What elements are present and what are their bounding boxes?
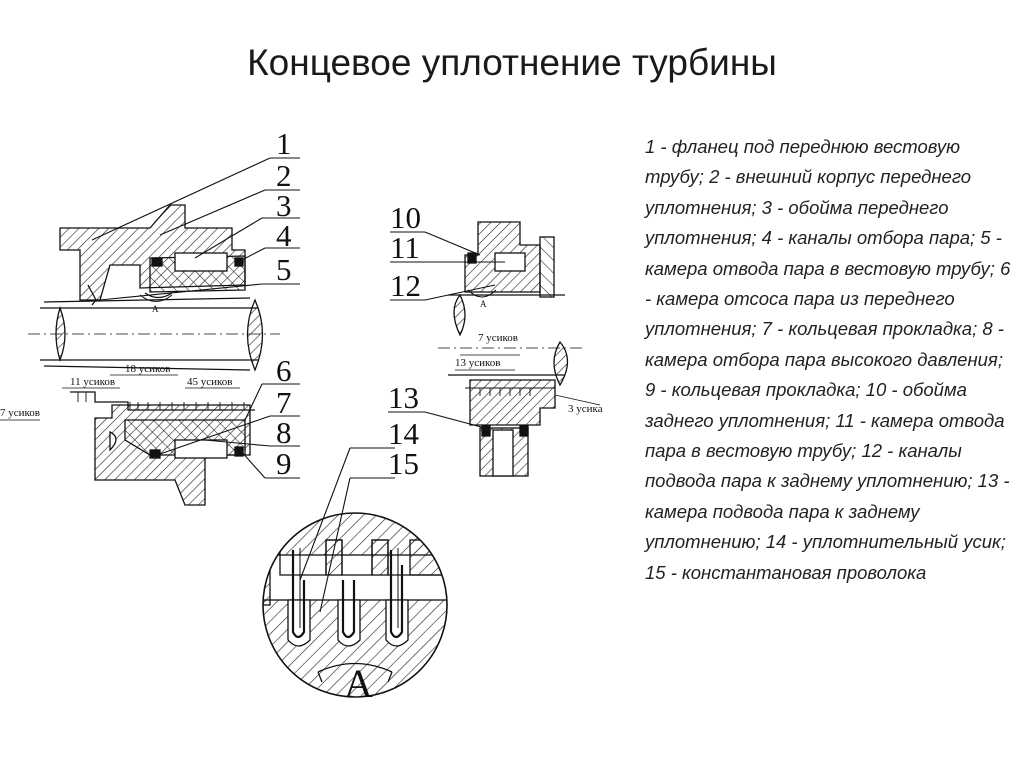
fin-count-7-rear: 7 усиков [478, 332, 518, 344]
label-14: 14 [388, 416, 420, 451]
rear-seal-drawing [438, 221, 601, 477]
label-8: 8 [276, 415, 292, 450]
label-7: 7 [276, 385, 292, 420]
label-9: 9 [276, 446, 292, 481]
label-12: 12 [390, 268, 421, 303]
front-leader-lines [91, 157, 300, 479]
view-a-small-rear: A [480, 299, 487, 309]
label-1: 1 [276, 126, 292, 161]
fin-count-3: 3 усика [568, 403, 603, 415]
label-5: 5 [276, 252, 292, 287]
label-11: 11 [390, 230, 420, 265]
label-3: 3 [276, 188, 292, 223]
label-10: 10 [390, 200, 421, 235]
label-4: 4 [276, 218, 292, 253]
label-15: 15 [388, 446, 419, 481]
fin-count-7-front: 7 усиков [0, 407, 40, 419]
label-13: 13 [388, 380, 419, 415]
view-a-label: A [344, 661, 373, 706]
rear-leader-lines [299, 231, 505, 613]
fin-count-18: 18 усиков [125, 363, 171, 375]
page-title: Концевое уплотнение турбины [247, 42, 777, 83]
fin-count-11: 11 усиков [70, 376, 115, 388]
fin-count-13: 13 усиков [455, 357, 501, 369]
legend-text: 1 - фланец под переднюю вестовую трубу; … [645, 136, 1011, 583]
view-a-small-front: A [152, 304, 159, 314]
label-6: 6 [276, 353, 292, 388]
label-2: 2 [276, 158, 292, 193]
front-seal-drawing [0, 204, 280, 506]
fin-count-45: 45 усиков [187, 376, 233, 388]
